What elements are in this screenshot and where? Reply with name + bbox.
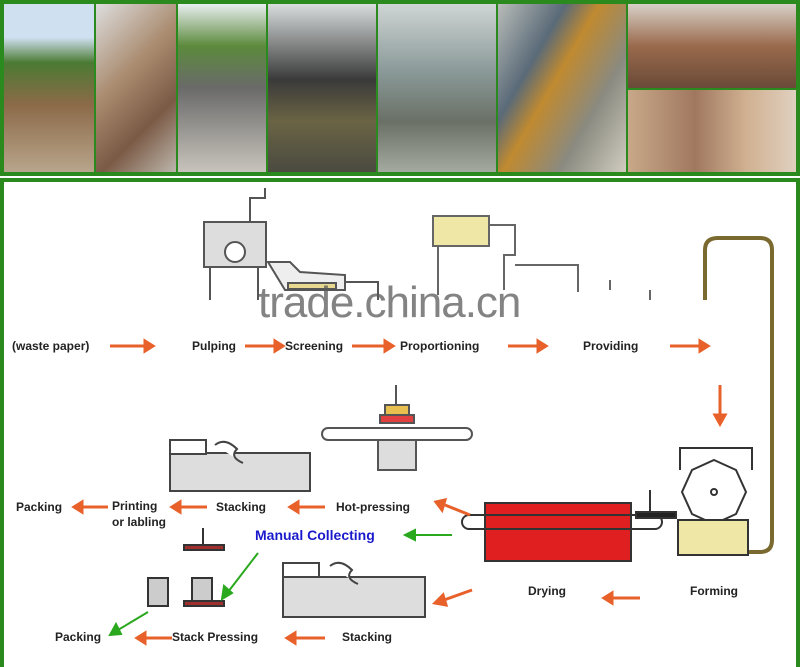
step-stacking: Stacking [216,500,267,514]
step-providing: Providing [583,339,639,353]
photo-field-brick-site [4,4,94,172]
step-stacking-2: Stacking [342,630,393,644]
drying-oven-icon [461,490,677,562]
watermark: trade.china.cn [258,278,521,327]
stacking-machine-icon [169,439,311,492]
proportioning-tank-icon [432,215,774,554]
step-screening: Screening [285,339,344,353]
step-pulping: Pulping [192,339,236,353]
hot-press-machine-icon [321,385,473,471]
step-stack-pressing: Stack Pressing [172,630,259,644]
step-drying: Drying [528,584,567,598]
green-arrows [108,528,452,637]
photo-strip [0,0,800,176]
stacking-machine-2-icon [282,561,426,618]
forming-machine-icon [677,447,753,556]
flow-arrows [71,338,728,646]
step-manual-collecting: Manual Collecting [255,527,375,543]
step-proportioning: Proportioning [400,339,480,353]
step-packing: Packing [16,500,63,514]
step-printing-line2: or labling [112,515,166,529]
photo-brick-drying-racks [96,4,176,172]
photo-pulping-pool [268,4,376,172]
photo-packing [628,90,796,172]
photo-drying-line [628,4,796,88]
step-forming: Forming [690,584,738,598]
step-hot-pressing: Hot-pressing [336,500,411,514]
stack-press-icon [147,528,225,607]
step-packing-2: Packing [55,630,102,644]
photo-molding-workshop [378,4,496,172]
step-printing: Printing [112,499,158,513]
step-waste-paper: (waste paper) [12,339,90,353]
photo-forming-machine [498,4,626,172]
pulper-machine-icon [203,188,379,300]
photo-factory-shed [178,4,266,172]
